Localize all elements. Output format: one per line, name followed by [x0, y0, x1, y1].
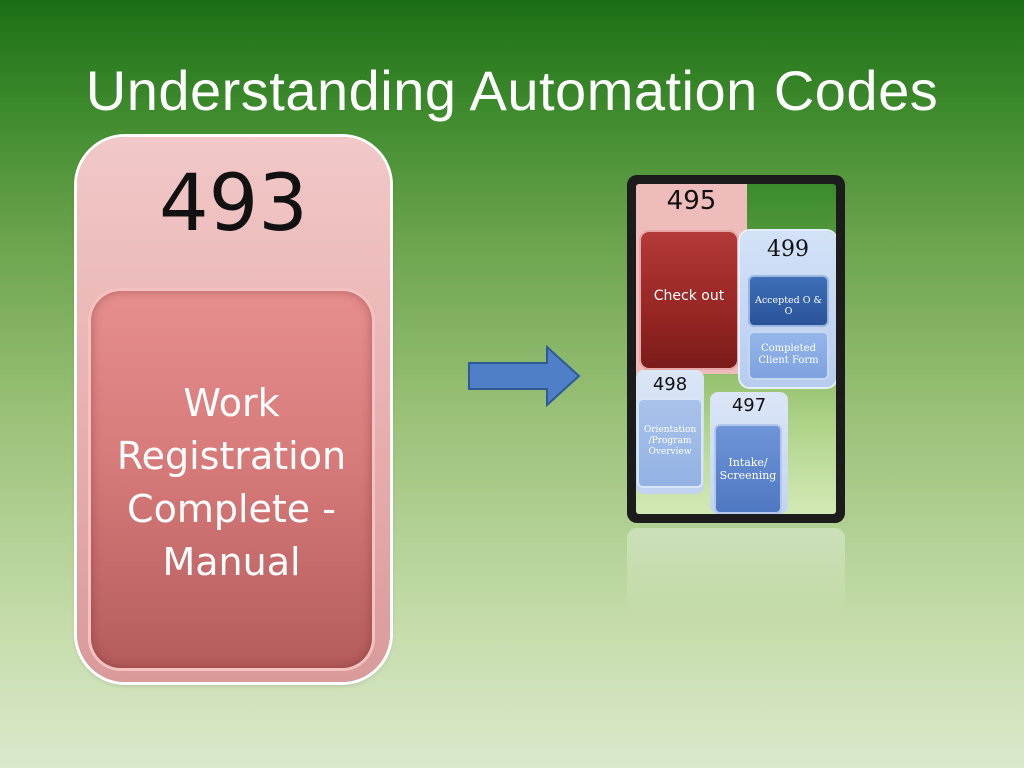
- orientation-box: Orientation /Program Overview: [639, 400, 701, 486]
- code-499-panel: 499 Accepted O & O Completed Client Form: [740, 231, 836, 387]
- right-arrow-icon: [468, 345, 581, 407]
- work-registration-box: Work Registration Complete - Manual: [91, 291, 372, 668]
- orientation-line-1: Orientation: [643, 425, 697, 435]
- label-line-4: Manual: [162, 540, 301, 584]
- code-498-label: 498: [652, 374, 688, 395]
- check-out-box: Check out: [641, 232, 737, 368]
- accepted-o-o-label: Accepted O & O: [754, 295, 822, 317]
- code-497-label: 497: [731, 395, 767, 416]
- code-495-panel: 495 Check out: [636, 184, 747, 374]
- phone-reflection: [627, 528, 845, 618]
- code-493-card: 493 Work Registration Complete - Manual: [77, 137, 390, 682]
- work-registration-label: Work Registration Complete - Manual: [91, 377, 372, 589]
- code-495-label: 495: [666, 186, 717, 216]
- intake-screening-label: Intake/ Screening: [716, 456, 780, 482]
- completed-client-form-label: Completed Client Form: [750, 343, 827, 367]
- orientation-label: Orientation /Program Overview: [639, 425, 701, 458]
- code-493-label: 493: [159, 159, 308, 249]
- label-line-2: Registration: [116, 434, 347, 478]
- phone-screen: 495 Check out 499 Accepted O & O Complet…: [636, 184, 836, 514]
- code-499-label: 499: [767, 237, 809, 262]
- phone-frame: 495 Check out 499 Accepted O & O Complet…: [627, 175, 845, 523]
- label-line-1: Work: [183, 381, 280, 425]
- intake-line-1: Intake/: [728, 456, 768, 469]
- intake-screening-box: Intake/ Screening: [716, 426, 780, 512]
- completed-client-form-box: Completed Client Form: [750, 333, 827, 378]
- accepted-o-o-box: Accepted O & O: [750, 277, 827, 325]
- completed-line-2: Client Form: [758, 355, 819, 366]
- intake-line-2: Screening: [719, 469, 777, 482]
- completed-line-1: Completed: [760, 343, 816, 354]
- label-line-3: Complete -: [127, 487, 336, 531]
- check-out-label: Check out: [653, 288, 725, 304]
- slide-title: Understanding Automation Codes: [85, 59, 939, 122]
- orientation-line-3: Overview: [648, 447, 692, 457]
- code-497-panel: 497 Intake/ Screening: [710, 392, 788, 514]
- code-498-panel: 498 Orientation /Program Overview: [636, 370, 704, 494]
- orientation-line-2: /Program: [648, 436, 692, 446]
